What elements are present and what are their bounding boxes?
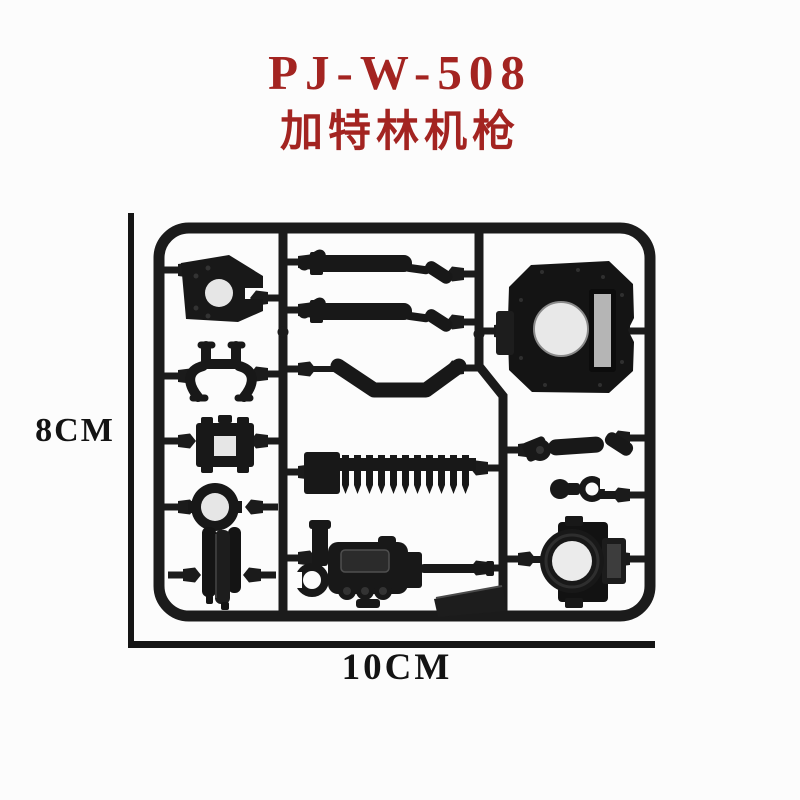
part-ring-with-barrel-cluster <box>188 483 242 610</box>
height-measure-line <box>128 213 134 648</box>
part-bent-handle-bar <box>330 358 467 398</box>
part-flat-blade-plate <box>434 585 506 617</box>
part-mount-bracket <box>181 255 263 322</box>
part-barrel-assembly-lower <box>296 295 455 335</box>
part-ring-collar <box>540 516 626 608</box>
product-name-cn: 加特林机枪 <box>280 109 520 156</box>
sprue-runners <box>277 233 508 613</box>
part-octagonal-back-plate <box>496 261 634 393</box>
part-ribbed-gatling-barrel <box>304 452 476 494</box>
height-dimension-label: 8CM <box>35 412 115 449</box>
product-model-code: PJ-W-508 <box>268 45 532 100</box>
part-gun-body <box>288 520 494 608</box>
part-claw-grip <box>550 476 616 502</box>
part-arm-link <box>522 432 634 462</box>
part-fork-yoke <box>185 341 257 402</box>
part-square-frame-block <box>196 415 254 473</box>
width-dimension-label: 10CM <box>341 647 453 688</box>
width-measure-line <box>128 641 655 648</box>
sprue-frame <box>153 222 656 622</box>
part-barrel-assembly-upper <box>298 249 453 284</box>
